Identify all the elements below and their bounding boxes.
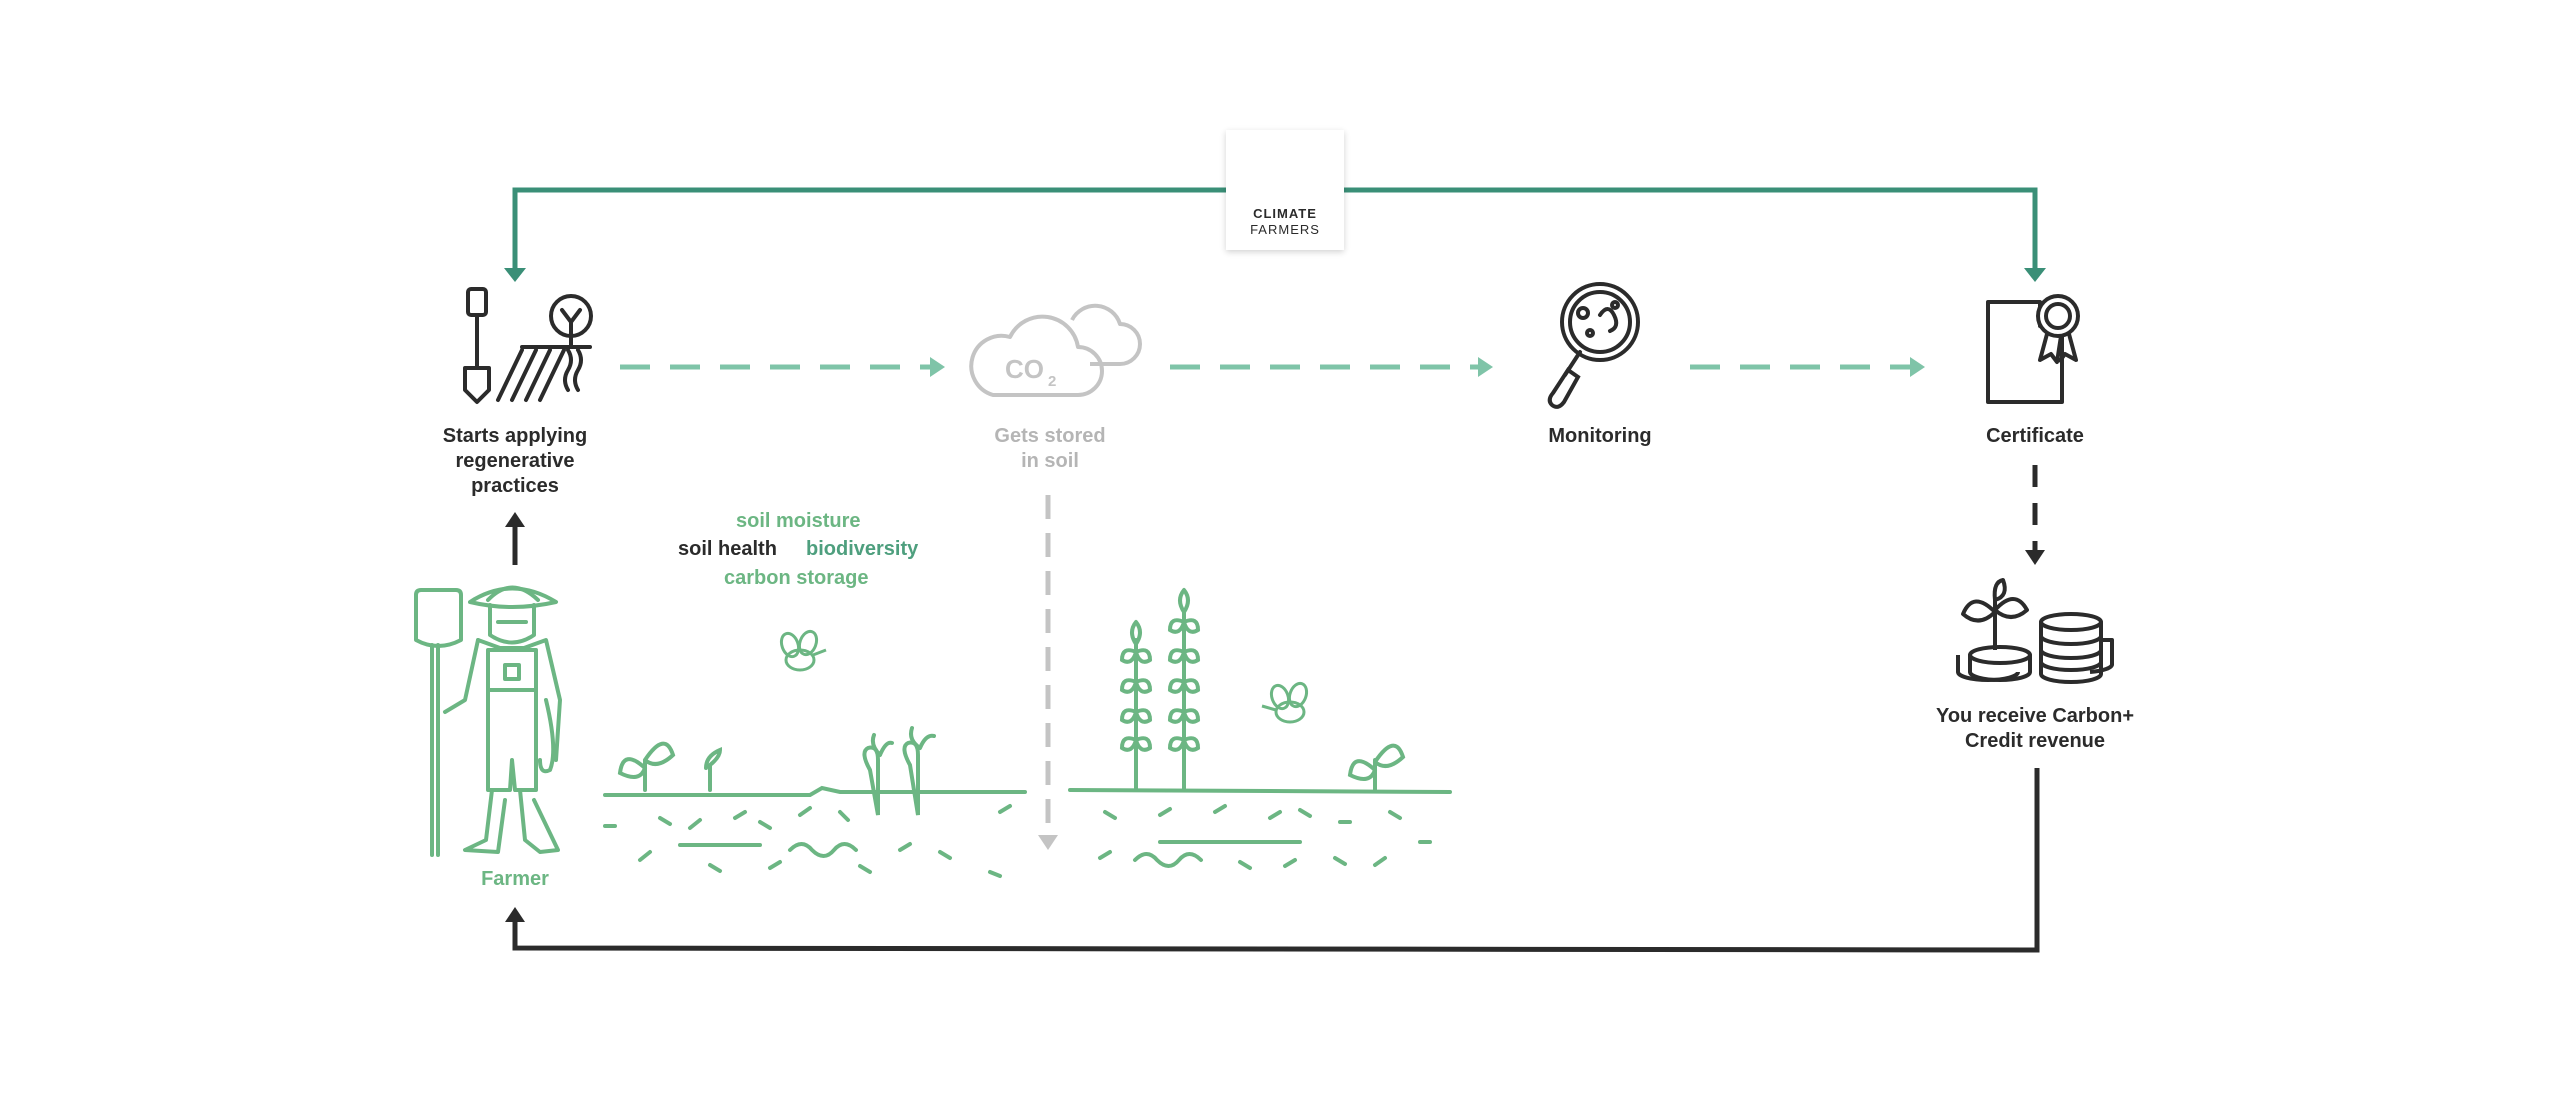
flow-arrow-stored-to-monitoring <box>1170 357 1493 377</box>
farmer-figure-icon <box>414 585 562 857</box>
co2-cloud-icon <box>969 303 1142 397</box>
bee-icon <box>779 629 827 672</box>
arrowhead-to-certificate <box>2024 268 2046 282</box>
logo-line-1: CLIMATE <box>1253 206 1317 221</box>
carbon-storage-label: carbon storage <box>724 567 869 589</box>
bee-icon-right <box>1261 681 1309 724</box>
step-practices-label: Starts applying regenerative practices <box>442 425 588 497</box>
bottom-loop-connector <box>512 768 2040 953</box>
flow-arrow-monitoring-to-certificate <box>1690 357 1925 377</box>
soil-moisture-label: soil moisture <box>736 510 861 532</box>
left-field-illustration <box>603 726 1027 878</box>
farmer-label: Farmer <box>481 868 549 890</box>
step-stored-label: Gets stored in soil <box>994 425 1106 472</box>
right-field-illustration <box>1068 588 1452 870</box>
biodiversity-label: biodiversity <box>806 538 919 560</box>
co2-subscript: 2 <box>1048 373 1056 390</box>
certificate-icon <box>1986 294 2080 404</box>
regenerative-practices-icon <box>463 287 593 404</box>
arrowhead-to-practices <box>504 268 526 282</box>
step-revenue-label: You receive Carbon+ Credit revenue <box>1935 705 2135 752</box>
top-loop-connector <box>512 187 2038 270</box>
flow-arrow-certificate-to-revenue <box>2025 465 2045 565</box>
arrow-farmer-to-practices <box>505 512 525 565</box>
arrow-co2-into-soil <box>1038 495 1058 850</box>
arrowhead-to-farmer <box>505 907 525 922</box>
magnifier-icon <box>1547 282 1640 409</box>
step-monitoring-label: Monitoring <box>1548 425 1652 447</box>
climate-farmers-logo: CLIMATE FARMERS <box>1226 130 1344 250</box>
soil-health-label: soil health <box>678 538 777 560</box>
flow-arrow-practices-to-stored <box>620 357 945 377</box>
co2-label: CO <box>1005 354 1044 384</box>
step-certificate-label: Certificate <box>1986 425 2084 447</box>
logo-line-2: FARMERS <box>1250 222 1320 237</box>
revenue-plant-coins-icon <box>1956 578 2114 684</box>
